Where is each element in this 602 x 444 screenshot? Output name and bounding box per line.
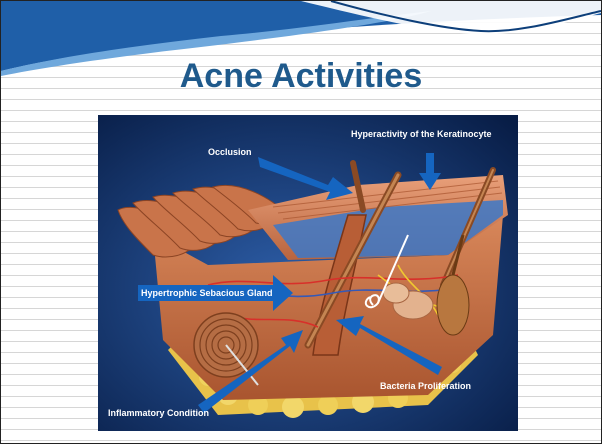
slide-title: Acne Activities <box>1 57 601 96</box>
label-sebaceous: Hypertrophic Sebacious Gland <box>141 288 273 298</box>
label-keratinocyte: Hyperactivity of the Keratinocyte <box>351 129 492 139</box>
label-occlusion: Occlusion <box>208 147 252 157</box>
label-inflammatory: Inflammatory Condition <box>108 408 209 418</box>
acne-figure: Occlusion Hyperactivity of the Keratinoc… <box>98 115 518 431</box>
label-bacteria: Bacteria Proliferation <box>380 381 471 391</box>
